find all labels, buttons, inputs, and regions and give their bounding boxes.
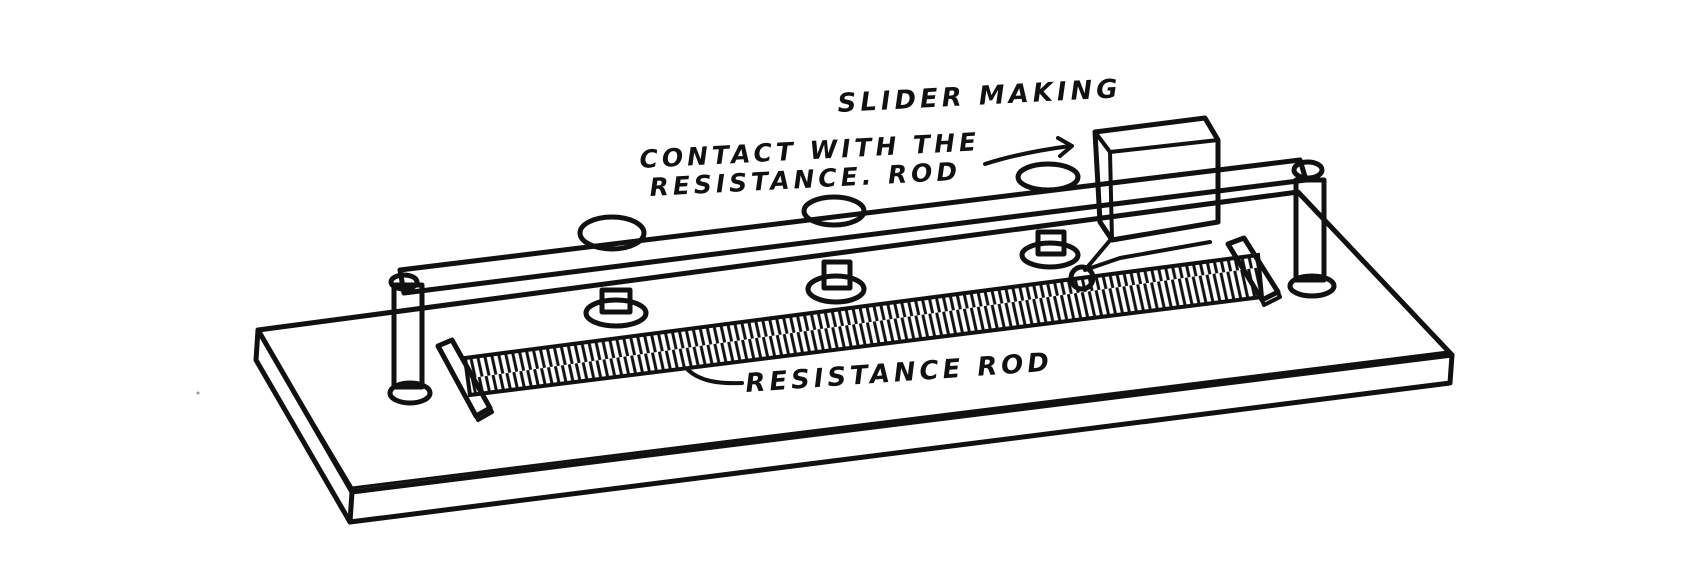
rod-pointer [686, 368, 744, 386]
resistance-rod [435, 235, 1282, 422]
binding-post-right [1015, 161, 1081, 270]
binding-post-left [577, 214, 649, 329]
scan-speck [196, 391, 200, 395]
slider-pointer-arrow [983, 136, 1074, 166]
slide-bar [397, 157, 1309, 296]
slider-block [1068, 115, 1221, 292]
base-board [253, 189, 1455, 525]
slider-label-line1: SLIDER MAKING [837, 74, 1122, 119]
